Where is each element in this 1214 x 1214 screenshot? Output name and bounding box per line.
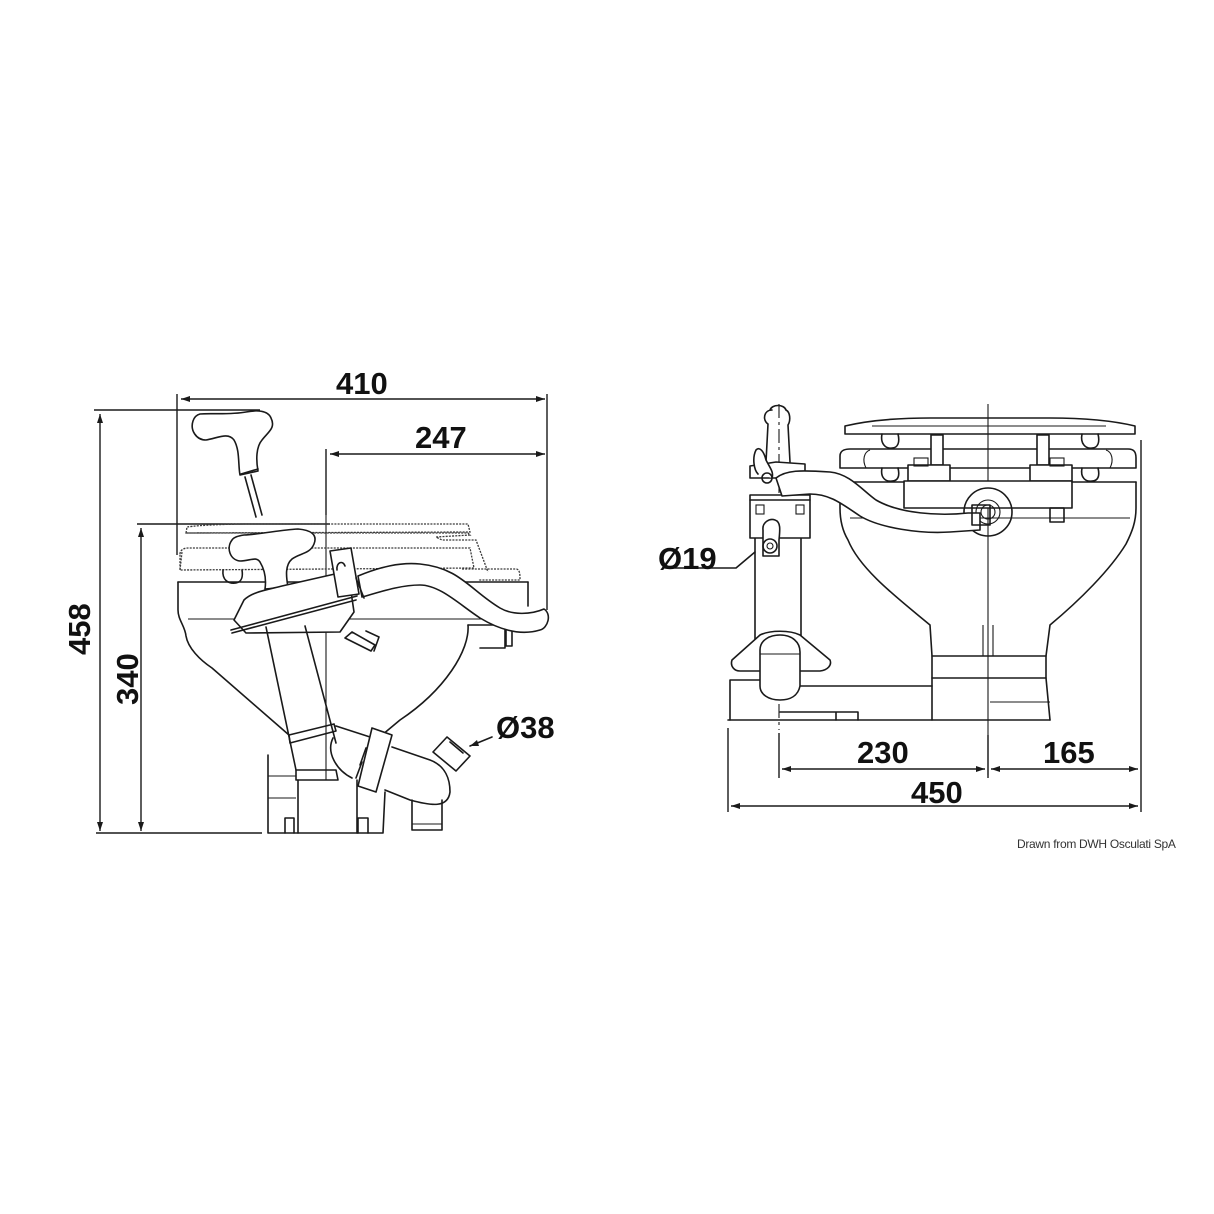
pump-column [749, 404, 811, 657]
dim-label-450: 450 [911, 775, 963, 810]
pump-handle-raised [191, 410, 274, 518]
front-bowl [839, 481, 1137, 657]
dim-label-230: 230 [857, 735, 909, 770]
dim-label-458: 458 [62, 603, 97, 655]
dim-label-410: 410 [336, 366, 388, 401]
side-view-drawing [94, 394, 550, 834]
dim-label-165: 165 [1043, 735, 1095, 770]
seat-and-lid [179, 523, 521, 584]
inlet-leader-line [664, 551, 756, 569]
base-pedestal [267, 754, 386, 834]
lid [844, 417, 1136, 449]
rim-bar [903, 480, 1073, 509]
flush-hose [355, 562, 550, 634]
dimension-450-lines [727, 728, 1138, 812]
dim-label-inlet-diameter: Ø19 [658, 541, 717, 576]
dimension-410-lines [176, 394, 548, 610]
pump-foot [730, 630, 832, 701]
pump-handle-lowered [228, 528, 316, 590]
drawing-credit: Drawn from DWH Osculati SpA [1017, 837, 1176, 851]
front-view-drawing [664, 404, 1142, 812]
pump-housing [230, 547, 380, 652]
hinges [907, 434, 1073, 482]
outlet-elbow [335, 725, 471, 831]
discharge-pipe [265, 625, 353, 779]
dim-label-247: 247 [415, 420, 467, 455]
dimension-247-lines [325, 449, 545, 515]
seat [839, 448, 1137, 482]
front-pedestal [727, 655, 1051, 721]
dim-label-340: 340 [110, 653, 145, 705]
dimension-458-lines [94, 409, 260, 831]
dimension-230-165-lines [778, 440, 1142, 812]
front-flush-hose [775, 470, 991, 534]
dim-label-outlet-diameter: Ø38 [496, 710, 555, 745]
